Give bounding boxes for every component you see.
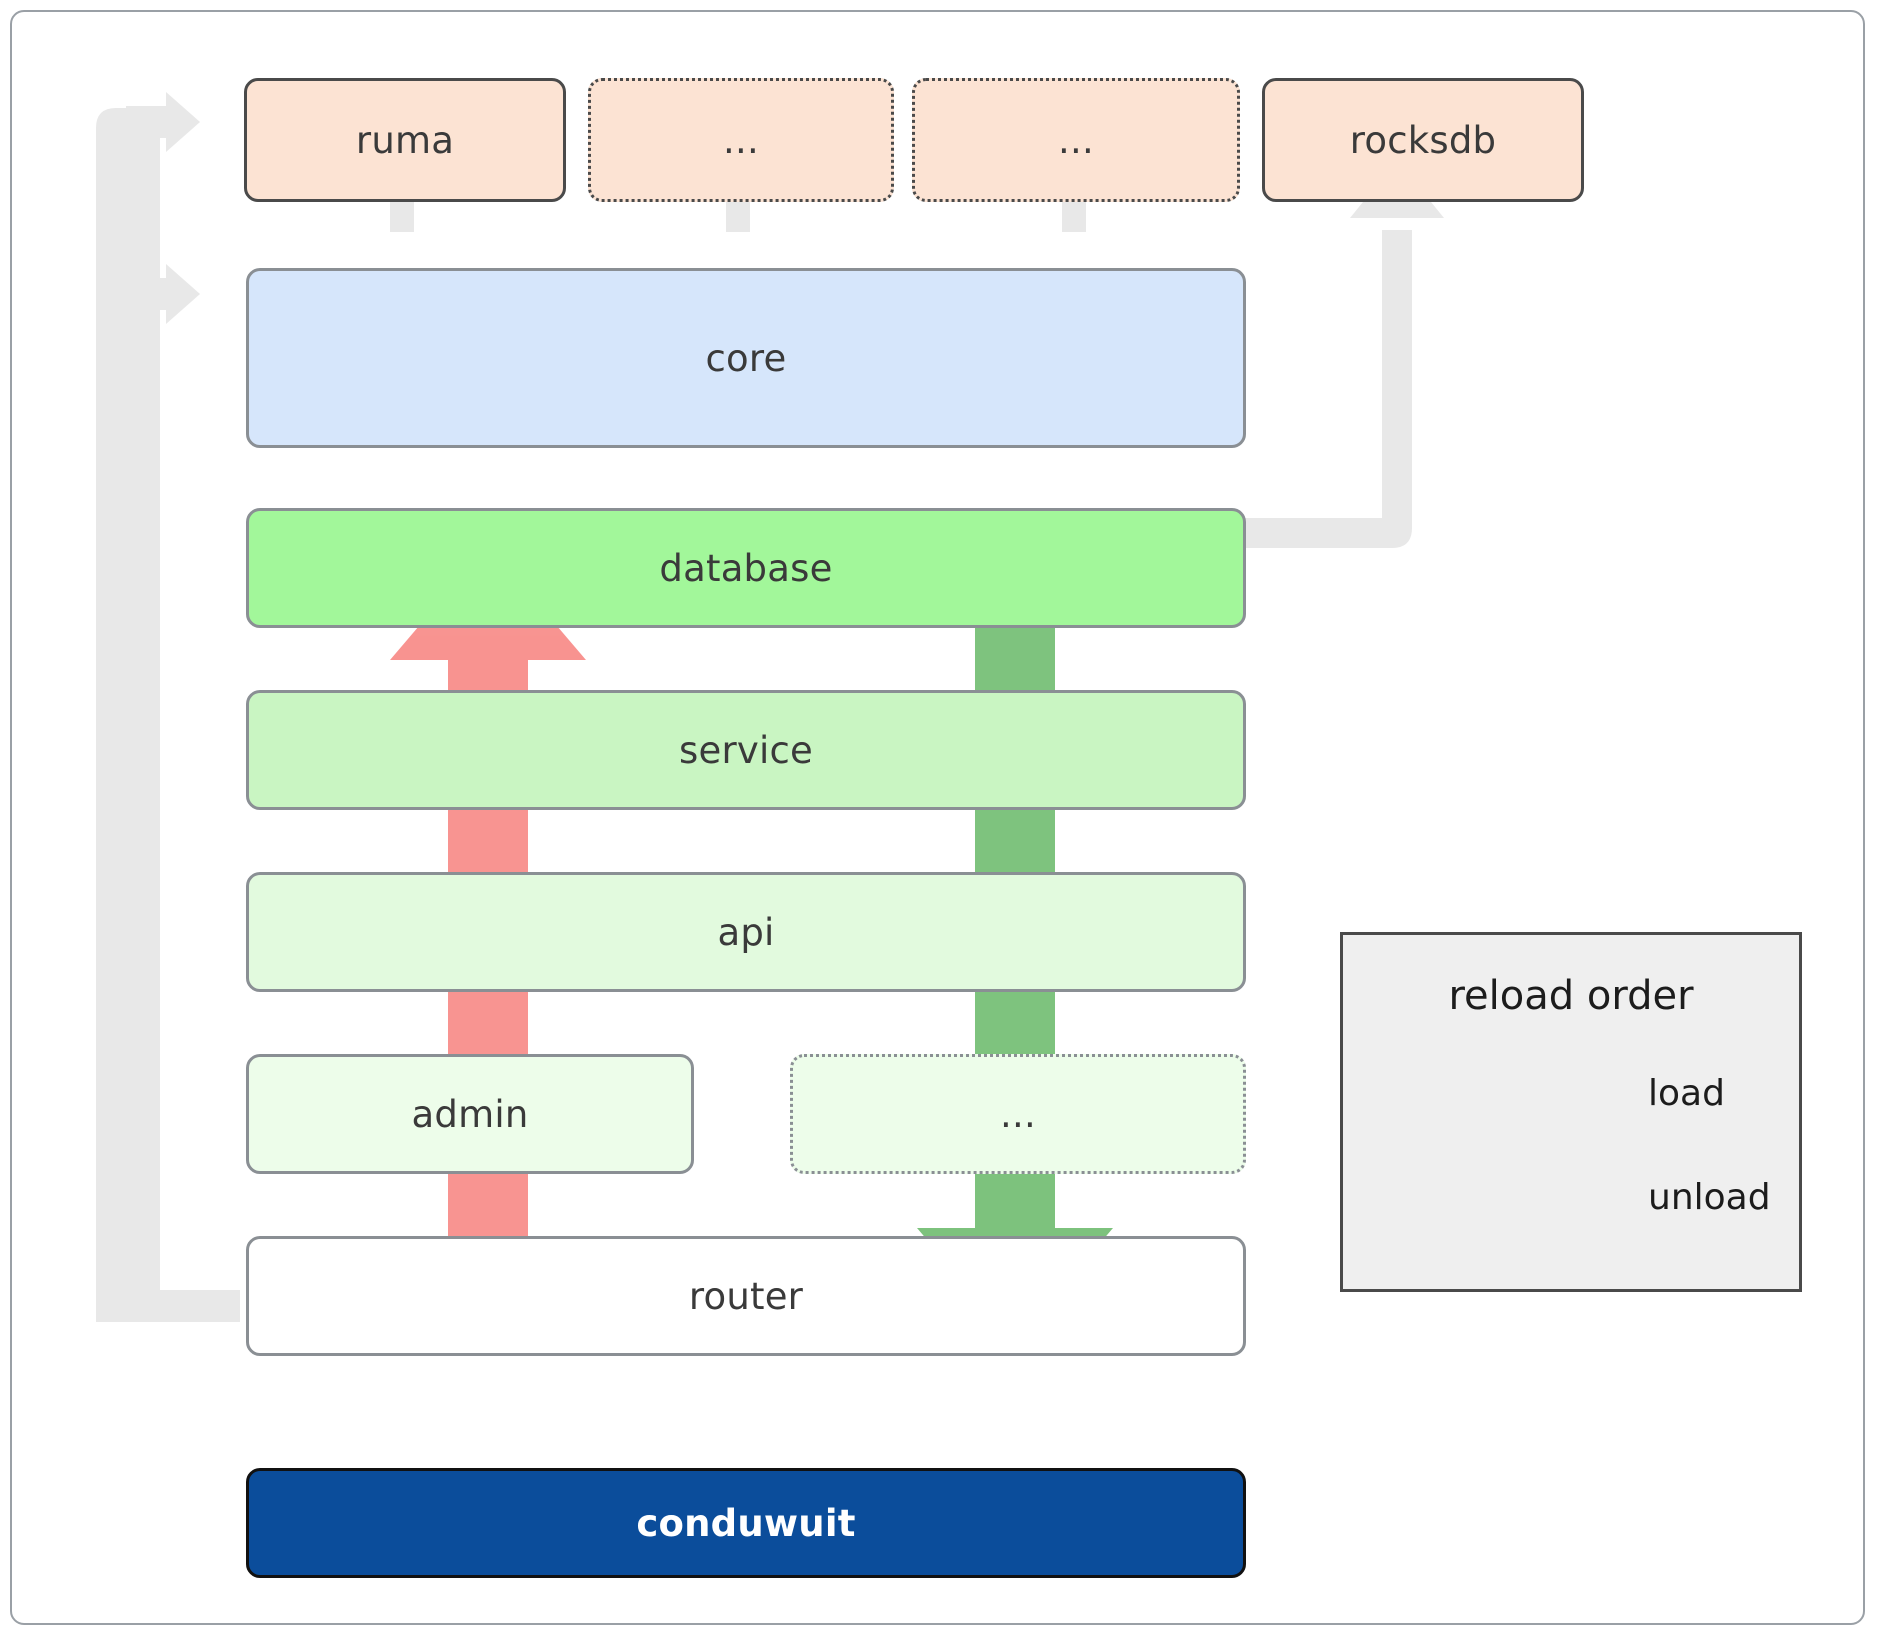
node-admin-label: admin bbox=[411, 1092, 529, 1136]
node-core[interactable]: core bbox=[246, 268, 1246, 448]
node-router[interactable]: router bbox=[246, 1236, 1246, 1356]
node-admin[interactable]: admin bbox=[246, 1054, 694, 1174]
legend-label-unload: unload bbox=[1648, 1177, 1771, 1218]
node-extra-placeholder[interactable]: ... bbox=[790, 1054, 1246, 1174]
node-conduwuit[interactable]: conduwuit bbox=[246, 1468, 1246, 1578]
legend-panel: reload order load unload bbox=[1340, 932, 1802, 1292]
legend-label-load: load bbox=[1648, 1073, 1725, 1114]
node-dep-placeholder-1[interactable]: ... bbox=[588, 78, 894, 202]
node-core-label: core bbox=[705, 336, 787, 380]
node-database[interactable]: database bbox=[246, 508, 1246, 628]
node-ruma-label: ruma bbox=[355, 118, 455, 162]
node-database-label: database bbox=[659, 546, 833, 590]
legend-title: reload order bbox=[1448, 973, 1694, 1019]
node-api[interactable]: api bbox=[246, 872, 1246, 992]
node-rocksdb-label: rocksdb bbox=[1349, 118, 1497, 162]
node-rocksdb[interactable]: rocksdb bbox=[1262, 78, 1584, 202]
node-extra-placeholder-label: ... bbox=[1000, 1092, 1036, 1136]
diagram-frame bbox=[10, 10, 1865, 1625]
node-service-label: service bbox=[679, 728, 813, 772]
node-conduwuit-label: conduwuit bbox=[636, 1501, 856, 1545]
node-dep-placeholder-2[interactable]: ... bbox=[912, 78, 1240, 202]
node-dep-placeholder-1-label: ... bbox=[723, 118, 759, 162]
node-dep-placeholder-2-label: ... bbox=[1058, 118, 1094, 162]
node-service[interactable]: service bbox=[246, 690, 1246, 810]
node-ruma[interactable]: ruma bbox=[244, 78, 566, 202]
node-router-label: router bbox=[688, 1274, 804, 1318]
node-api-label: api bbox=[717, 910, 775, 954]
